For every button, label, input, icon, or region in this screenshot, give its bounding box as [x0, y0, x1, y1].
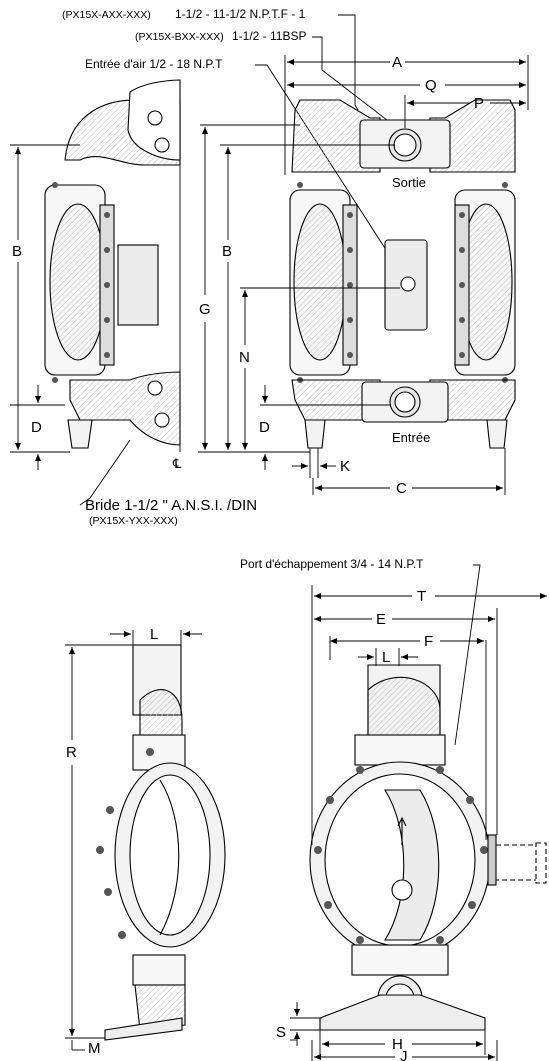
air-inlet-label: Entrée d'air 1/2 - 18 N.P.T: [85, 57, 223, 71]
dim-M: M: [88, 1040, 101, 1057]
dim-S: S: [276, 1024, 286, 1041]
air-inlet-port: [400, 276, 416, 292]
dim-K: K: [340, 458, 350, 475]
flange-label: Bride 1-1/2 " A.N.S.I. /DIN: [85, 497, 257, 514]
port-a-thread: 1-1/2 - 11-1/2 N.P.T.F - 1: [175, 7, 306, 21]
end-dimension-lines: [290, 585, 547, 1061]
exhaust-leader: [454, 564, 481, 746]
port-a-code: (PX15X-AXX-XXX): [62, 9, 151, 21]
dim-H: H: [392, 1036, 403, 1053]
top-dimension-lines: [10, 55, 529, 495]
end-view: [309, 664, 547, 1031]
outlet-label: Sortie: [392, 175, 426, 190]
dim-T: T: [417, 588, 426, 605]
dim-A: A: [392, 54, 402, 71]
muffler: [487, 834, 497, 886]
dim-L-end: L: [382, 649, 390, 666]
front-view: [289, 99, 516, 449]
flange-leader: [79, 439, 131, 506]
dim-Q: Q: [425, 77, 437, 94]
inlet-label: Entrée: [392, 430, 430, 445]
side-dimension-lines: [65, 630, 202, 1051]
dim-G: G: [199, 301, 211, 318]
dim-D-left: D: [31, 419, 42, 436]
dim-N: N: [239, 349, 250, 366]
dim-B-right: B: [222, 243, 232, 260]
flanged-view: [44, 79, 181, 449]
dim-L-side: L: [150, 626, 158, 643]
dim-F: F: [424, 633, 433, 650]
dim-R: R: [66, 744, 77, 761]
side-view: [96, 644, 226, 1041]
centerline-symbol: ℄: [172, 456, 182, 471]
exhaust-port-label: Port d'échappement 3/4 - 14 N.P.T: [240, 557, 424, 571]
port-b-code: (PX15X-BXX-XXX): [135, 31, 224, 43]
dim-J: J: [400, 1048, 408, 1061]
dim-E: E: [376, 611, 386, 628]
dim-P: P: [474, 95, 484, 112]
dim-D-right: D: [259, 419, 270, 436]
dim-C: C: [396, 480, 407, 497]
dim-B-left: B: [12, 243, 22, 260]
flange-code: (PX15X-YXX-XXX): [89, 515, 178, 527]
port-b-thread: 1-1/2 - 11BSP: [232, 29, 306, 43]
callout-leaders: [255, 14, 409, 285]
